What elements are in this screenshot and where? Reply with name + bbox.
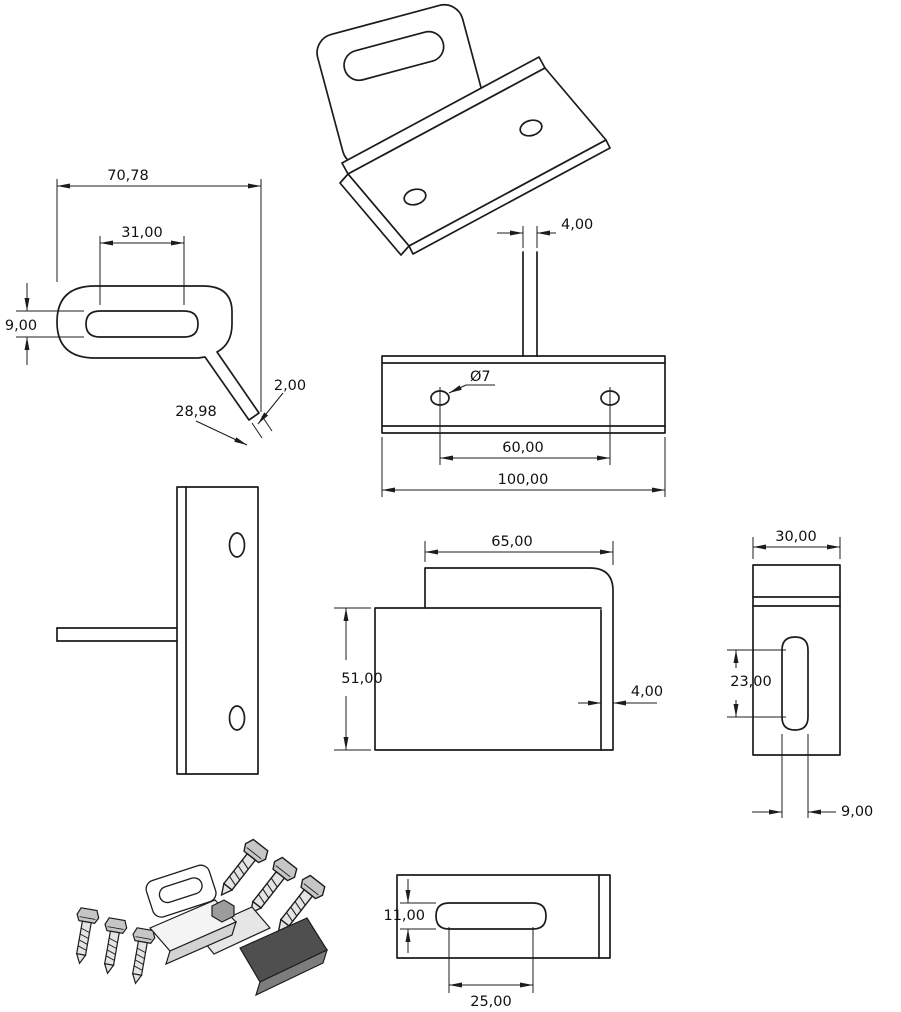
profile-hole-bottom [228, 705, 246, 731]
dim-text-thickness: 4,00 [631, 684, 663, 700]
view-assembly-isometric [68, 836, 329, 997]
view-l-bracket: 65,00 51,00 4,00 [334, 534, 663, 751]
screw-icon [68, 906, 101, 966]
assembly-base-edge [255, 948, 328, 997]
side-slot [85, 310, 199, 338]
dim-text-total-width: 70,78 [107, 168, 149, 184]
iso-hole-left [403, 188, 427, 206]
l-bracket-outline [374, 567, 614, 751]
dim-narrow-slot-length: 23,00 [727, 649, 786, 718]
front-plate [381, 355, 666, 434]
dim-front-hole-spacing: 60,00 [439, 387, 611, 465]
side-outline [56, 285, 260, 421]
dim-text-height: 51,00 [341, 671, 383, 687]
dim-bottom-slot-height: 11,00 [383, 879, 436, 953]
dim-text-width: 30,00 [775, 529, 817, 545]
dim-text-slot-span: 25,00 [470, 994, 512, 1010]
dim-side-thickness: 2,00 [257, 378, 306, 425]
dim-arrow [195, 420, 248, 446]
leader-line [448, 384, 467, 394]
dim-narrow-slot-width: 9,00 [752, 734, 873, 820]
ext-tick [261, 415, 273, 432]
dim-front-total-width: 100,00 [381, 437, 666, 497]
assembly-bracket-edge [165, 920, 237, 966]
view-bottom-plate: 11,00 25,00 [383, 874, 611, 1010]
dim-text-tab-width: 4,00 [561, 217, 593, 233]
dim-text-slot-height: 11,00 [383, 908, 425, 924]
dim-side-total-width: 70,78 [56, 168, 262, 412]
assembly-bolt-head [211, 899, 235, 923]
dim-l-height: 51,00 [334, 607, 383, 751]
view-front-bracket: 4,00 Ø7 60,00 100,00 [381, 217, 666, 497]
dim-text-total-width: 100,00 [498, 472, 549, 488]
dim-text-thickness: 2,00 [274, 378, 306, 394]
dim-text-slot-height: 9,00 [5, 318, 37, 334]
assembly-slotted-tab [145, 864, 217, 918]
bottom-plate-slot [435, 902, 547, 930]
dim-l-flange-length: 65,00 [424, 534, 614, 565]
profile-hole-top [228, 532, 246, 558]
dim-text-tail-length: 28,98 [175, 404, 217, 420]
dim-narrow-width: 30,00 [752, 529, 841, 559]
screw-icon [124, 926, 157, 986]
leader-line [257, 392, 284, 425]
iso-plate-edge [408, 139, 611, 255]
dim-text-hole-diameter: Ø7 [470, 369, 491, 385]
view-isometric-bracket [316, 3, 611, 256]
narrow-outline [752, 564, 841, 756]
dim-text-hole-spacing: 60,00 [502, 440, 544, 456]
bottom-plate-outline [396, 874, 611, 959]
dim-side-tail-length: 28,98 [175, 404, 273, 446]
view-narrow-plate: 30,00 23,00 9,00 [727, 529, 873, 820]
assembly-tab-slot [158, 877, 203, 904]
narrow-slot [781, 636, 809, 731]
view-profile-plate [56, 486, 259, 775]
iso-side-flange [339, 173, 410, 256]
profile-plate [176, 486, 259, 775]
dim-l-thickness: 4,00 [578, 684, 663, 706]
dim-front-tab-width: 4,00 [497, 217, 593, 248]
iso-tab-slot [343, 30, 445, 82]
dim-front-hole-diameter: Ø7 [448, 369, 495, 394]
dim-bottom-slot-span: 25,00 [448, 927, 534, 1010]
ext-tick [251, 422, 263, 439]
iso-hole-right [519, 119, 543, 137]
dim-text-slot-length: 31,00 [121, 225, 163, 241]
dim-text-slot-length: 23,00 [730, 674, 772, 690]
screw-icon [96, 916, 129, 976]
dim-text-slot-width: 9,00 [841, 804, 873, 820]
dim-side-slot-length: 31,00 [99, 225, 185, 305]
dim-side-slot-height: 9,00 [5, 283, 84, 365]
dim-text-flange-length: 65,00 [491, 534, 533, 550]
view-side-hook: 70,78 31,00 9,00 28,98 2,00 [5, 168, 306, 446]
